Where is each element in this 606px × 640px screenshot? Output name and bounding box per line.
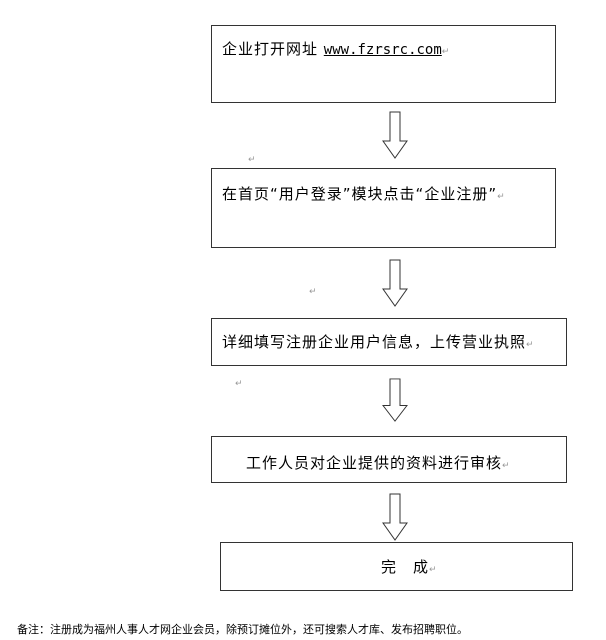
step-2-box: 在首页“用户登录”模块点击“企业注册”↵ [211,168,556,248]
step-2-text: 在首页“用户登录”模块点击“企业注册” [222,185,498,203]
return-mark: ↵ [248,155,256,165]
return-mark: ↵ [502,461,511,471]
note-text: 备注：注册成为福州人事人才网企业会员，除预订摊位外，还可搜索人才库、发布招聘职位… [17,623,468,636]
step-5-box: 完 成↵ [220,542,573,591]
down-arrow-icon [382,111,408,159]
step-4-box: 工作人员对企业提供的资料进行审核↵ [211,436,567,483]
return-mark: ↵ [441,47,451,57]
down-arrow-icon [382,493,408,541]
return-mark: ↵ [235,379,243,389]
down-arrow-icon [382,378,408,422]
return-mark: ↵ [497,192,506,202]
step-1-box: 企业打开网址 www.fzrsrc.com↵ [211,25,556,103]
website-link[interactable]: www.fzrsrc.com [323,42,442,58]
return-mark: ↵ [429,565,438,575]
step-3-box: 详细填写注册企业用户信息，上传营业执照↵ [211,318,567,366]
down-arrow-icon [382,259,408,307]
return-mark: ↵ [309,287,317,297]
step-3-text: 详细填写注册企业用户信息，上传营业执照 [222,333,527,351]
step-1-text: 企业打开网址 [222,40,324,58]
return-mark: ↵ [526,340,535,350]
step-4-text: 工作人员对企业提供的资料进行审核 [246,454,503,472]
step-5-text: 完 成 [381,558,430,576]
